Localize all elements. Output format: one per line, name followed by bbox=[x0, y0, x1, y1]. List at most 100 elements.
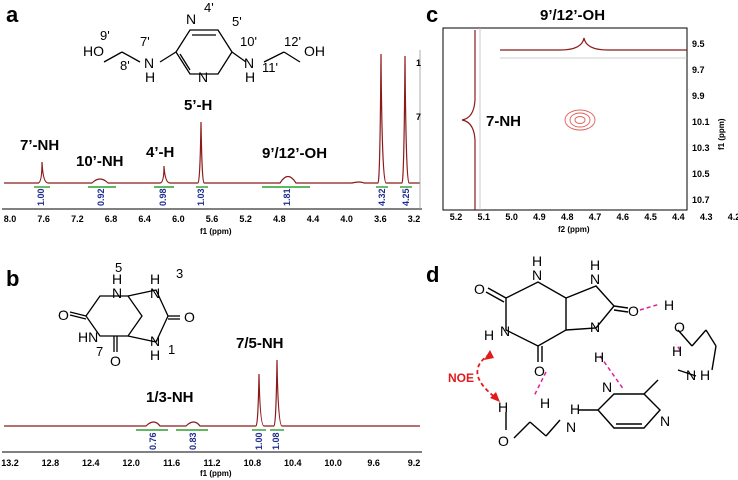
nh-right-n: N bbox=[244, 55, 254, 71]
tick-a-8: 4.8 bbox=[273, 214, 286, 224]
right-tick-a-1: 7 bbox=[416, 112, 421, 122]
label-5prime: 5' bbox=[232, 14, 242, 29]
d-atom-h-r1: H bbox=[664, 297, 674, 313]
d-atom-o-left: O bbox=[498, 433, 509, 449]
tick-cx-8: 4.4 bbox=[672, 212, 685, 222]
tick-cx-7: 4.5 bbox=[644, 212, 657, 222]
label-10prime: 10' bbox=[240, 34, 257, 49]
d-atom-h-o: H bbox=[498, 399, 508, 415]
panel-b-letter: b bbox=[6, 266, 19, 291]
tick-b-8: 10.0 bbox=[324, 458, 342, 468]
label-7nh-c: 7-NH bbox=[486, 113, 521, 130]
peak-label-5h: 5’-H bbox=[184, 97, 212, 114]
integral-a-2: 0.98 bbox=[158, 188, 168, 206]
d-atom-h-r2: H bbox=[672, 343, 682, 359]
tick-b-5: 11.2 bbox=[203, 458, 220, 468]
axis-unit-a: f1 (ppm) bbox=[200, 227, 232, 236]
structure-b-h-top: H bbox=[112, 271, 122, 287]
panel-c-letter: c bbox=[426, 2, 438, 27]
tick-a-12: 3.2 bbox=[408, 214, 421, 224]
structure-b-n-bottom: N bbox=[150, 333, 160, 349]
peak-label-4h: 4’-H bbox=[146, 144, 174, 161]
d-atom-h-n2: H bbox=[570, 401, 580, 417]
tick-b-1: 12.8 bbox=[42, 458, 60, 468]
d-atom-h-tl: H bbox=[532, 253, 542, 269]
label-7prime: 7' bbox=[140, 34, 150, 49]
tick-cy-3: 10.1 bbox=[692, 117, 710, 127]
tick-a-11: 3.6 bbox=[374, 214, 387, 224]
ring-n2: N bbox=[198, 69, 208, 85]
ho-left-label: HO bbox=[83, 43, 104, 59]
tick-cx-2: 5.0 bbox=[505, 212, 518, 222]
structure-b-n-top2: N bbox=[150, 285, 160, 301]
structure-d-atoms: O N H N H N H O H O H N H N H O H H N N … bbox=[474, 253, 710, 449]
peak-label-7nh: 7’-NH bbox=[20, 137, 59, 154]
d-atom-h-tr: H bbox=[590, 257, 600, 273]
spectrum-b bbox=[4, 359, 420, 427]
d-atom-n-b1: N bbox=[590, 319, 600, 335]
d-atom-h-nh: H bbox=[540, 395, 550, 411]
d-atom-n-r: N bbox=[686, 367, 696, 383]
d-atom-n-ml: N bbox=[500, 323, 510, 339]
d-atom-n-tr: N bbox=[590, 271, 600, 287]
tick-a-2: 7.2 bbox=[71, 214, 84, 224]
tick-cy-1: 9.7 bbox=[692, 65, 705, 75]
structure-b-o3: O bbox=[184, 309, 195, 325]
d-atom-n-pyr2: N bbox=[660, 413, 670, 429]
tick-cx-4: 4.8 bbox=[561, 212, 574, 222]
label-8prime: 8' bbox=[120, 58, 130, 73]
structure-b-h-top2: H bbox=[150, 271, 160, 287]
d-atom-h-r3: H bbox=[700, 367, 710, 383]
nh-left-h: H bbox=[145, 69, 155, 85]
label-9-12oh-c: 9’/12’-OH bbox=[540, 7, 605, 24]
d-atom-o-r2: O bbox=[674, 319, 685, 335]
structure-b-num5: 5 bbox=[115, 260, 122, 275]
panel-a-letter: a bbox=[6, 2, 19, 27]
tick-cx-6: 4.6 bbox=[617, 212, 630, 222]
structure-b bbox=[69, 289, 180, 352]
d-atom-h-b1: H bbox=[594, 349, 604, 365]
oh-right-label: OH bbox=[304, 43, 325, 59]
axis-unit-b: f1 (ppm) bbox=[200, 469, 232, 478]
peak-label-13nh: 1/3-NH bbox=[146, 389, 194, 406]
tick-a-5: 6.0 bbox=[172, 214, 185, 224]
peak-label-75nh: 7/5-NH bbox=[236, 335, 284, 352]
tick-b-4: 11.6 bbox=[163, 458, 180, 468]
noe-arrowhead-bottom bbox=[490, 392, 500, 402]
spectrum-a bbox=[4, 53, 420, 184]
noe-label: NOE bbox=[448, 371, 474, 385]
d-atom-n-tl: N bbox=[532, 267, 542, 283]
integral-a-4: 1.81 bbox=[282, 188, 292, 206]
y-unit-c: f1 (ppm) bbox=[717, 118, 726, 150]
cross-peak bbox=[564, 109, 596, 131]
tick-b-10: 9.2 bbox=[408, 458, 421, 468]
structure-b-o2: O bbox=[110, 353, 121, 369]
structure-b-o1: O bbox=[58, 307, 69, 323]
tick-cx-9: 4.3 bbox=[700, 212, 713, 222]
tick-a-0: 8.0 bbox=[4, 214, 17, 224]
structure-d-bonds bbox=[485, 281, 717, 439]
nh-left-n: N bbox=[144, 55, 154, 71]
structure-b-num3: 3 bbox=[176, 266, 183, 281]
panel-d-letter: d bbox=[426, 262, 439, 287]
panel-b: b O O O HN N H N H N H 5 3 7 1 bbox=[1, 260, 422, 478]
structure-b-n-top: N bbox=[112, 285, 122, 301]
label-11prime: 11' bbox=[262, 60, 278, 75]
tick-cy-5: 10.5 bbox=[692, 169, 710, 179]
tick-cx-0: 5.2 bbox=[450, 212, 463, 222]
peak-label-9-12oh: 9’/12’-OH bbox=[262, 145, 327, 162]
tick-b-0: 13.2 bbox=[1, 458, 19, 468]
integral-a-0: 1.00 bbox=[36, 188, 46, 206]
plot-frame-c bbox=[442, 27, 688, 211]
d-atom-n-pyr1: N bbox=[602, 379, 612, 395]
tick-b-9: 9.6 bbox=[367, 458, 380, 468]
tick-cy-0: 9.5 bbox=[692, 39, 705, 49]
integral-values-a: 1.00 0.92 0.98 1.03 1.81 4.32 4.25 bbox=[36, 188, 411, 206]
hbond-lines bbox=[533, 303, 681, 397]
structure-b-hn-left: HN bbox=[78, 329, 98, 345]
integral-a-3: 1.03 bbox=[196, 188, 206, 206]
